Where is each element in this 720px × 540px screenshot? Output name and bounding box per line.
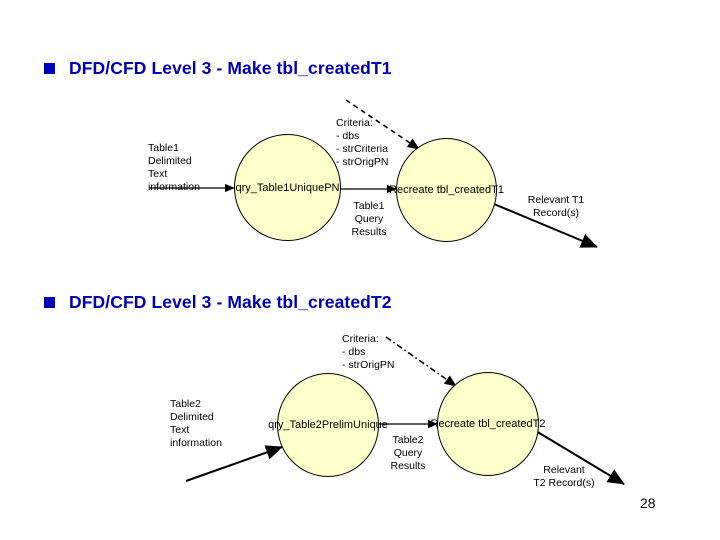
page-number: 28	[640, 495, 656, 511]
dataflow-label-relevant-t1-records: Relevant T1 Record(s)	[527, 194, 585, 220]
control-label-criteria-t1: Criteria: - dbs - strCriteria - strOrigP…	[336, 117, 389, 169]
section-2-heading-text: DFD/CFD Level 3 - Make tbl_createdT2	[69, 292, 392, 312]
process-node-label: Recreate tbl_createdT1	[389, 183, 504, 196]
control-label-criteria-t2: Criteria: - dbs - strOrigPN	[342, 333, 395, 372]
section-1-heading: DFD/CFD Level 3 - Make tbl_createdT1	[44, 58, 392, 79]
dataflow-label-table2-source: Table2 Delimited Text information	[170, 398, 222, 450]
process-node-label: qry_Table1UniquePN	[235, 181, 340, 194]
section-2-heading: DFD/CFD Level 3 - Make tbl_createdT2	[44, 292, 392, 313]
square-bullet-icon	[44, 297, 55, 308]
process-node-recreate-tbl-created-t1[interactable]: Recreate tbl_createdT1	[389, 138, 504, 242]
process-node-qry-table1-unique-pn[interactable]: qry_Table1UniquePN	[234, 134, 341, 241]
dataflow-label-table1-source: Table1 Delimited Text information	[148, 142, 200, 194]
process-node-label: Recreate tbl_createdT2	[430, 417, 546, 430]
dataflow-label-relevant-t2-records: Relevant T2 Record(s)	[533, 464, 595, 490]
dataflow-label-table2-query-results: Table2 Query Results	[390, 434, 426, 473]
process-node-qry-table2-prelim-unique[interactable]: qry_Table2PrelimUnique	[268, 373, 388, 477]
dataflow-label-table1-query-results: Table1 Query Results	[351, 200, 387, 239]
square-bullet-icon	[44, 63, 55, 74]
process-node-label: qry_Table2PrelimUnique	[268, 418, 388, 431]
process-node-recreate-tbl-created-t2[interactable]: Recreate tbl_createdT2	[431, 372, 545, 476]
section-1-heading-text: DFD/CFD Level 3 - Make tbl_createdT1	[69, 58, 392, 78]
control-arrow-criteria-to-recreate-t2	[385, 336, 457, 387]
flow-arrow-table2-to-query	[185, 445, 283, 482]
